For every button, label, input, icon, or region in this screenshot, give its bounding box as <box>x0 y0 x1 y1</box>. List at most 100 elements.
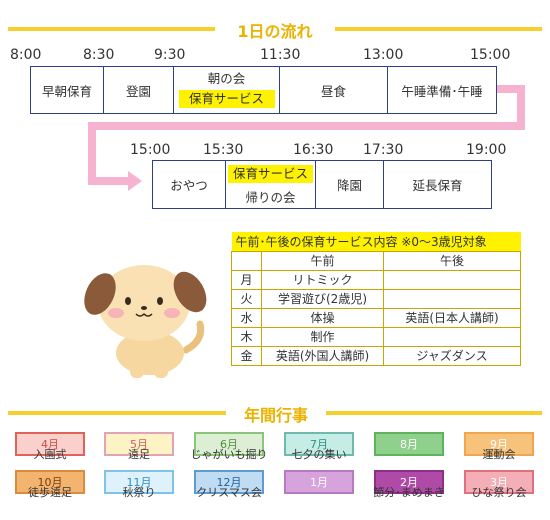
cell-label: 帰りの会 <box>245 190 296 206</box>
event-badge: 1月 <box>284 470 354 494</box>
event-badge: 6月 <box>194 432 264 456</box>
schedule-cell: 登園 <box>104 67 174 113</box>
table-cell: 月 <box>231 269 262 290</box>
table-cell: 火 <box>231 288 262 309</box>
table-header: 午後 <box>383 250 521 271</box>
table-cell: 英語(外国人講師) <box>261 345 384 366</box>
time-label: 15:30 <box>203 142 244 158</box>
table-row: 水 体操 英語(日本人講師) <box>231 307 521 328</box>
connector-arrow-left <box>88 122 525 130</box>
table-cell: 木 <box>231 326 262 347</box>
connector-arrow-down2 <box>88 122 96 185</box>
connector-arrow-right <box>497 85 525 93</box>
event-label: 秋祭り <box>122 486 156 499</box>
service-table-title: 午前･午後の保育サービス内容 ※0～3歳児対象 <box>231 232 521 251</box>
schedule-cell: 降園 <box>316 161 384 208</box>
event-badge: 5月 <box>104 432 174 456</box>
event-month: 8月 <box>400 437 418 451</box>
event-badge: 8月 <box>374 432 444 456</box>
table-cell: リトミック <box>261 269 384 290</box>
event-label: 運動会 <box>482 448 516 461</box>
cell-label: 延長保育 <box>412 178 463 193</box>
connector-arrow-shaft <box>88 177 128 185</box>
time-label: 19:00 <box>466 142 507 158</box>
table-cell <box>383 326 521 347</box>
event-month: 6月 <box>220 437 238 451</box>
service-highlight: 保育サービス <box>228 165 313 184</box>
event-badge: 7月 <box>284 432 354 456</box>
time-label: 17:30 <box>363 142 404 158</box>
event-badge: 3月 <box>464 470 534 494</box>
event-badge: 10月 <box>15 470 85 494</box>
event-label: ひな祭り会 <box>471 486 527 499</box>
event-label: クリスマス会 <box>196 486 262 499</box>
time-label: 16:30 <box>293 142 334 158</box>
table-cell: 制作 <box>261 326 384 347</box>
time-label: 9:30 <box>154 47 186 63</box>
table-row: 木 制作 <box>231 326 521 347</box>
event-badge: 12月 <box>194 470 264 494</box>
event-month: 12月 <box>216 475 242 489</box>
event-month: 9月 <box>490 437 508 451</box>
table-cell: 学習遊び(2歳児) <box>261 288 384 309</box>
event-month: 11月 <box>126 475 152 489</box>
cell-label: 朝の会 <box>207 71 246 87</box>
arrow-head-icon <box>128 171 142 191</box>
table-cell <box>383 269 521 290</box>
table-cell: ジャズダンス <box>383 345 521 366</box>
cell-label: おやつ <box>170 178 208 193</box>
dog-illustration <box>84 265 207 378</box>
time-label: 13:00 <box>363 47 404 63</box>
event-badge: 9月 <box>464 432 534 456</box>
table-cell: 金 <box>231 345 262 366</box>
event-month: 10月 <box>37 475 63 489</box>
cell-label: 降園 <box>336 178 362 193</box>
schedule-cell: 朝の会 保育サービス <box>174 67 280 113</box>
event-label: 七夕の集い <box>291 448 347 461</box>
schedule-cell: 昼食 <box>280 67 388 113</box>
table-cell: 水 <box>231 307 262 328</box>
time-label: 8:00 <box>10 47 42 63</box>
event-month: 4月 <box>41 437 59 451</box>
table-header: 午前 <box>261 250 384 271</box>
event-badge: 2月 <box>374 470 444 494</box>
time-label: 15:00 <box>470 47 511 63</box>
schedule-row-morning: 早朝保育 登園 朝の会 保育サービス 昼食 午睡準備･午睡 <box>30 66 497 114</box>
event-month: 2月 <box>400 475 418 489</box>
table-cell <box>383 288 521 309</box>
event-label: 節分･まめまき <box>373 486 445 499</box>
event-label: 入園式 <box>33 448 67 461</box>
service-table: 午前･午後の保育サービス内容 ※0～3歳児対象 午前 午後 月 リトミック 火 … <box>231 232 521 366</box>
cell-label: 午睡準備･午睡 <box>401 83 483 99</box>
cell-label: 登園 <box>125 83 151 99</box>
event-label: じゃがいも掘り <box>190 448 268 461</box>
table-header <box>231 250 262 271</box>
schedule-cell: 午睡準備･午睡 <box>388 67 496 113</box>
event-label: 徒歩遠足 <box>28 486 72 499</box>
cell-label: 昼食 <box>320 83 346 99</box>
service-highlight: 保育サービス <box>178 90 275 109</box>
table-row: 月 リトミック <box>231 269 521 290</box>
table-cell: 体操 <box>261 307 384 328</box>
connector-arrow-down <box>517 85 525 130</box>
time-label: 8:30 <box>83 47 115 63</box>
table-row: 火 学習遊び(2歳児) <box>231 288 521 309</box>
table-row: 金 英語(外国人講師) ジャズダンス <box>231 345 521 366</box>
event-month: 3月 <box>490 475 508 489</box>
schedule-cell: 延長保育 <box>384 161 491 208</box>
schedule-cell: 早朝保育 <box>31 67 104 113</box>
flow-heading: 1日の流れ <box>215 18 335 42</box>
event-badge: 4月 <box>15 432 85 456</box>
schedule-cell: 保育サービス 帰りの会 <box>226 161 316 208</box>
cell-label: 早朝保育 <box>41 83 92 99</box>
schedule-cell: おやつ <box>153 161 226 208</box>
table-cell: 英語(日本人講師) <box>383 307 521 328</box>
time-label: 11:30 <box>260 47 301 63</box>
event-month: 5月 <box>130 437 148 451</box>
events-heading: 年間行事 <box>226 402 326 426</box>
event-month: 7月 <box>310 437 328 451</box>
schedule-row-afternoon: おやつ 保育サービス 帰りの会 降園 延長保育 <box>152 160 492 209</box>
time-label: 15:00 <box>130 142 171 158</box>
event-label: 遠足 <box>128 448 150 461</box>
event-badge: 11月 <box>104 470 174 494</box>
